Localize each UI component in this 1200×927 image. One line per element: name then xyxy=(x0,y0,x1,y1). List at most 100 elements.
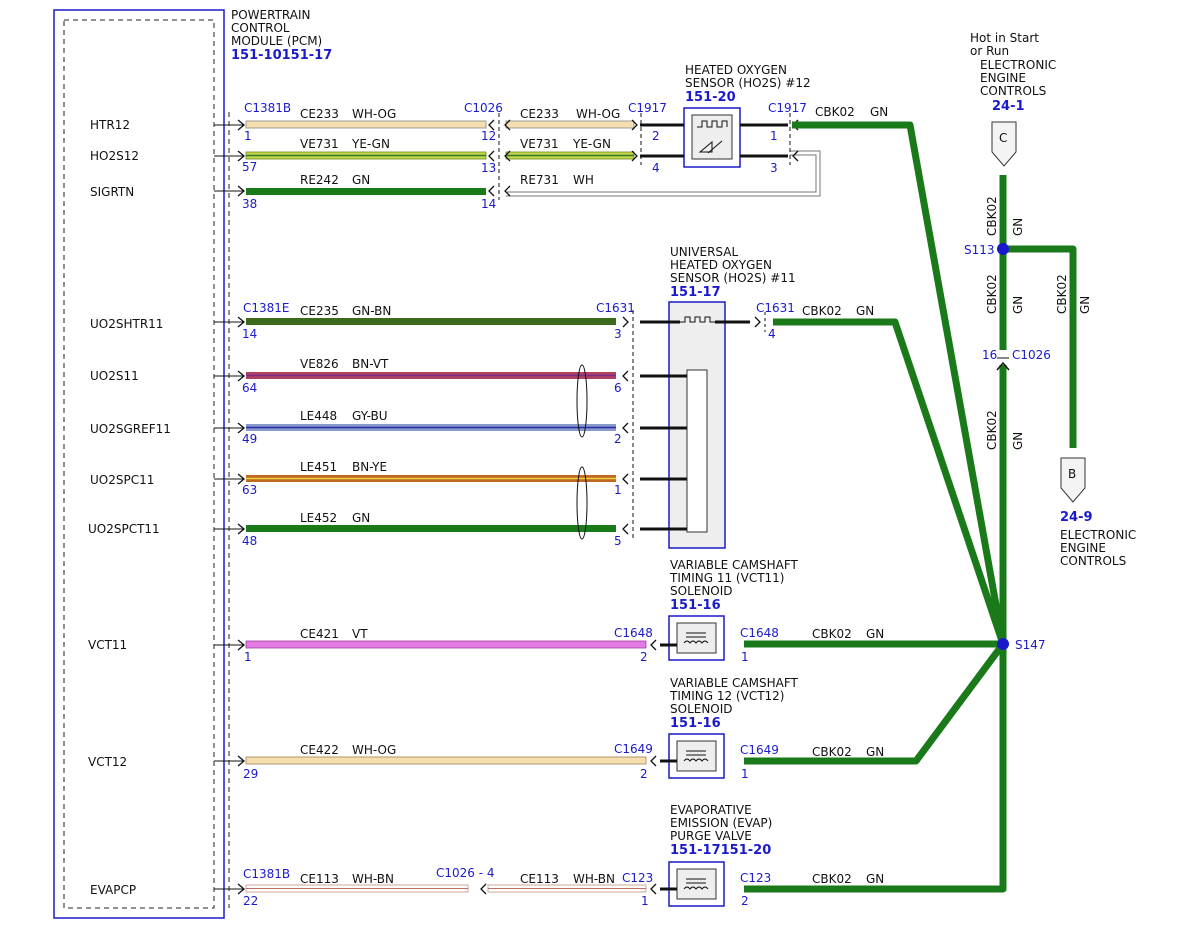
evap-ref[interactable]: 151-17151-20 xyxy=(670,843,771,858)
top-ref[interactable]: 24-1 xyxy=(992,99,1025,114)
wire-ho2s12[interactable] xyxy=(245,151,635,160)
evap-out-circuit: CBK02 xyxy=(812,872,852,886)
vct11-arrows xyxy=(237,639,657,651)
ho2s12-out-pin-1: 1 xyxy=(770,129,778,143)
vct12-solenoid[interactable] xyxy=(660,733,725,779)
color2-evapcp: WH-BN xyxy=(573,872,615,886)
wire-evapcp[interactable] xyxy=(245,884,647,893)
wire-uo2sgref11[interactable] xyxy=(246,424,616,431)
color-vct11: VT xyxy=(352,627,368,641)
bottom-ref[interactable]: 24-9 xyxy=(1060,510,1093,525)
c1026-inline-conn[interactable]: C1026 xyxy=(1012,348,1051,362)
pin-uo2s11: 64 xyxy=(242,381,257,395)
conn-c1649-in[interactable]: C1649 xyxy=(614,742,653,756)
connector-c-letter: C xyxy=(999,131,1007,145)
vct12-title-1: VARIABLE CAMSHAFT xyxy=(670,676,799,690)
vct12-title-2: TIMING 12 (VCT12) xyxy=(669,689,785,703)
conn-c1917-out[interactable]: C1917 xyxy=(768,101,807,115)
end-pin-vct12: 2 xyxy=(640,767,648,781)
wire-uo2spct11[interactable] xyxy=(246,525,616,532)
ho2s12-ref[interactable]: 151-20 xyxy=(685,90,736,105)
circuit2-sigrtn: RE731 xyxy=(520,173,559,187)
color2-htr12: WH-OG xyxy=(576,107,620,121)
conn-c1381b-top[interactable]: C1381B xyxy=(244,101,291,115)
conn-c1648-in[interactable]: C1648 xyxy=(614,626,653,640)
splice-s147[interactable] xyxy=(997,638,1009,650)
conn-c1631-in[interactable]: C1631 xyxy=(596,301,635,315)
c1631-out-arrow xyxy=(754,316,761,328)
uho2s11-ref[interactable]: 151-17 xyxy=(670,285,721,300)
cbk02-harness[interactable] xyxy=(744,121,1077,893)
splice-s113-label: S113 xyxy=(964,243,995,257)
conn-c123-in[interactable]: C123 xyxy=(622,871,653,885)
ho2s12-sensor[interactable] xyxy=(640,107,788,168)
color-uo2s11: BN-VT xyxy=(352,357,389,371)
pin-ho2s12: 57 xyxy=(242,160,257,174)
vlabel-color-3: GN xyxy=(1011,432,1025,450)
wire-uo2shtr11[interactable] xyxy=(246,318,616,325)
uho2s11-out-color: GN xyxy=(856,304,874,318)
wire-uo2spc11[interactable] xyxy=(246,475,616,482)
conn-c1917-in[interactable]: C1917 xyxy=(628,101,667,115)
pin-uo2spct11: 48 xyxy=(242,534,257,548)
evap-title-3: PURGE VALVE xyxy=(670,829,752,843)
vlabel-color-2: GN xyxy=(1011,296,1025,314)
color2-ho2s12: YE-GN xyxy=(572,137,611,151)
evap-title-1: EVAPORATIVE xyxy=(670,803,752,817)
conn-c123-out[interactable]: C123 xyxy=(740,871,771,885)
bottom-controls-2: ENGINE xyxy=(1060,541,1106,555)
splice-s113[interactable] xyxy=(997,243,1009,255)
end-pin-uo2spc11: 1 xyxy=(614,483,622,497)
offpage-connector-b[interactable] xyxy=(1060,457,1086,503)
color-uo2spct11: GN xyxy=(352,511,370,525)
evap-out-color: GN xyxy=(866,872,884,886)
color-htr12: WH-OG xyxy=(352,107,396,121)
vct12-ref[interactable]: 151-16 xyxy=(670,716,721,731)
pin-evapcp: 22 xyxy=(243,894,258,908)
uho2s11-sensor[interactable] xyxy=(640,301,750,549)
pcm-ref[interactable]: 151-10151-17 xyxy=(231,48,332,63)
conn-c1381b-bottom[interactable]: C1381B xyxy=(243,867,290,881)
pin-vct12: 29 xyxy=(243,767,258,781)
conn-c1631-out[interactable]: C1631 xyxy=(756,301,795,315)
pcm-title-1: POWERTRAIN xyxy=(231,8,311,22)
conn-c1026-evap[interactable]: C1026 - 4 xyxy=(436,866,495,880)
circuit-ho2s12: VE731 xyxy=(300,137,339,151)
pcm-pin-uo2s11: UO2S11 xyxy=(90,369,139,383)
hot-line-1: Hot in Start xyxy=(970,31,1039,45)
hot-line-2: or Run xyxy=(970,44,1009,58)
wire-htr12[interactable] xyxy=(245,120,635,129)
vct11-solenoid[interactable] xyxy=(660,615,725,661)
color-uo2spc11: BN-YE xyxy=(352,460,387,474)
circuit-uo2shtr11: CE235 xyxy=(300,304,339,318)
vct11-title-1: VARIABLE CAMSHAFT xyxy=(670,558,799,572)
vct12-arrows xyxy=(237,755,657,767)
wire-vct11[interactable] xyxy=(245,640,647,649)
evap-arrows xyxy=(237,883,657,895)
evap-valve[interactable] xyxy=(660,861,725,907)
top-controls-1: ELECTRONIC xyxy=(980,58,1056,72)
color-evapcp: WH-BN xyxy=(352,872,394,886)
color2-sigrtn: WH xyxy=(573,173,594,187)
conn-c1648-out[interactable]: C1648 xyxy=(740,626,779,640)
pcm-pin-ho2s12: HO2S12 xyxy=(90,149,139,163)
vct11-ref[interactable]: 151-16 xyxy=(670,598,721,613)
evap-title-2: EMISSION (EVAP) xyxy=(670,816,772,830)
vct12-out-circuit: CBK02 xyxy=(812,745,852,759)
pin-uo2spc11: 63 xyxy=(242,483,257,497)
uho2s11-title-2: HEATED OXYGEN xyxy=(670,258,772,272)
offpage-connector-c[interactable] xyxy=(991,121,1017,167)
mid-pin-ho2s12: 13 xyxy=(481,161,496,175)
wire-sigrtn[interactable] xyxy=(246,150,821,197)
wire-vct12[interactable] xyxy=(245,756,647,765)
vct12-out-color: GN xyxy=(866,745,884,759)
splice-s147-label: S147 xyxy=(1015,638,1046,652)
conn-c1381e[interactable]: C1381E xyxy=(243,301,290,315)
c1026-inline-pin: 16 xyxy=(982,348,997,362)
wire-uo2s11[interactable] xyxy=(246,372,616,379)
circuit-uo2s11: VE826 xyxy=(300,357,339,371)
conn-c1026[interactable]: C1026 xyxy=(464,101,503,115)
ho2s12-out-circuit: CBK02 xyxy=(815,105,855,119)
conn-c1649-out[interactable]: C1649 xyxy=(740,743,779,757)
pin-vct11: 1 xyxy=(244,650,252,664)
